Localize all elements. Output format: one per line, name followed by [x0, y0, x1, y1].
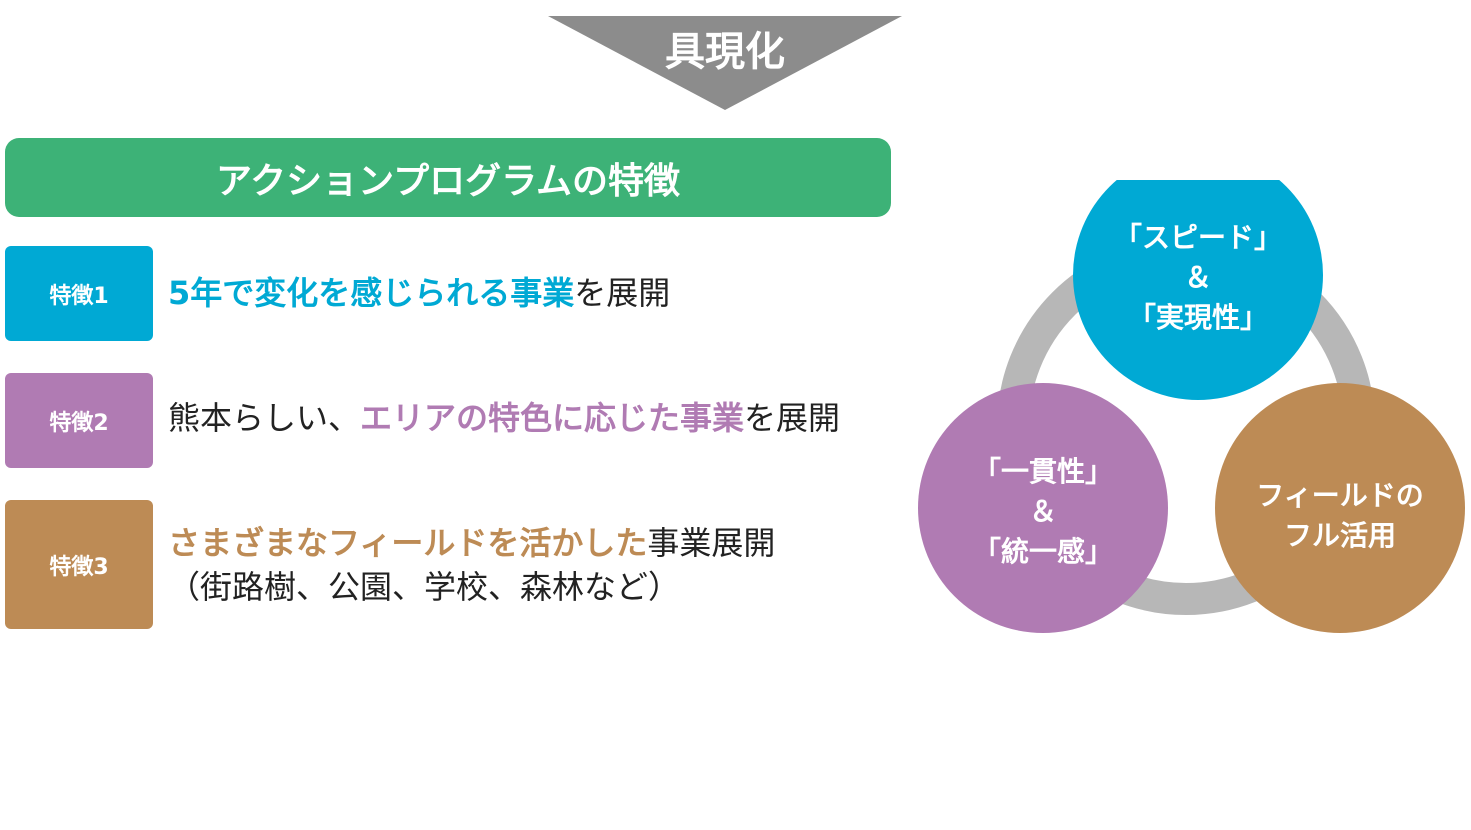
circle-speed — [1073, 180, 1323, 400]
circle-consistency — [918, 383, 1168, 633]
circle-consistency-line3: 「統一感」 — [972, 535, 1113, 568]
feature-highlight-3: さまざまなフィールドを活かした — [168, 524, 648, 562]
circle-field — [1215, 383, 1465, 633]
feature-row-2: 特徴2 熊本らしい、エリアの特色に応じた事業を展開 — [5, 373, 905, 468]
circle-consistency-label: 「一貫性」 ＆ 「統一感」 — [918, 452, 1168, 572]
feature-highlight-1: 5年で変化を感じられる事業 — [168, 274, 575, 312]
three-circle-diagram: 「スピード」 ＆ 「実現性」 「一貫性」 ＆ 「統一感」 フィールドの フル活用 — [900, 180, 1471, 650]
feature-text-1: 5年で変化を感じられる事業を展開 — [168, 270, 670, 316]
feature-badge-3: 特徴3 — [5, 500, 153, 629]
feature-suffix-2: を展開 — [744, 399, 841, 437]
circle-consistency-line1: 「一貫性」 — [972, 455, 1113, 488]
diagram-shapes — [918, 180, 1465, 633]
circle-field-label: フィールドの フル活用 — [1215, 476, 1465, 556]
circle-speed-line1: 「スピード」 — [1113, 221, 1282, 254]
circle-speed-label: 「スピード」 ＆ 「実現性」 — [1073, 218, 1323, 338]
feature-suffix-1: を展開 — [574, 274, 671, 312]
circle-speed-line2: ＆ — [1183, 261, 1212, 294]
feature-text-3: さまざまなフィールドを活かした事業展開 — [168, 520, 775, 566]
arrow-label: 具現化 — [665, 29, 785, 75]
feature-text-2: 熊本らしい、エリアの特色に応じた事業を展開 — [168, 395, 840, 441]
circle-speed-line3: 「実現性」 — [1127, 301, 1268, 334]
feature-row-3: 特徴3 さまざまなフィールドを活かした事業展開 （街路樹、公園、学校、森林など） — [5, 500, 905, 629]
feature-row-1: 特徴1 5年で変化を感じられる事業を展開 — [5, 246, 905, 341]
arrow-graphic: 具現化 — [548, 16, 902, 110]
circle-consistency-line2: ＆ — [1028, 495, 1057, 528]
feature-badge-1: 特徴1 — [5, 246, 153, 341]
circle-field-line2: フル活用 — [1283, 519, 1396, 552]
feature-highlight-2: エリアの特色に応じた事業 — [360, 399, 745, 437]
feature-suffix-3: 事業展開 — [647, 524, 776, 562]
section-header: アクションプログラムの特徴 — [5, 138, 891, 217]
feature-badge-2: 特徴2 — [5, 373, 153, 468]
down-arrow-shape — [548, 16, 902, 110]
feature-text-3-line2: （街路樹、公園、学校、森林など） — [168, 568, 681, 606]
circle-field-line1: フィールドの — [1256, 479, 1424, 512]
feature-prefix-2: 熊本らしい、 — [168, 399, 361, 437]
